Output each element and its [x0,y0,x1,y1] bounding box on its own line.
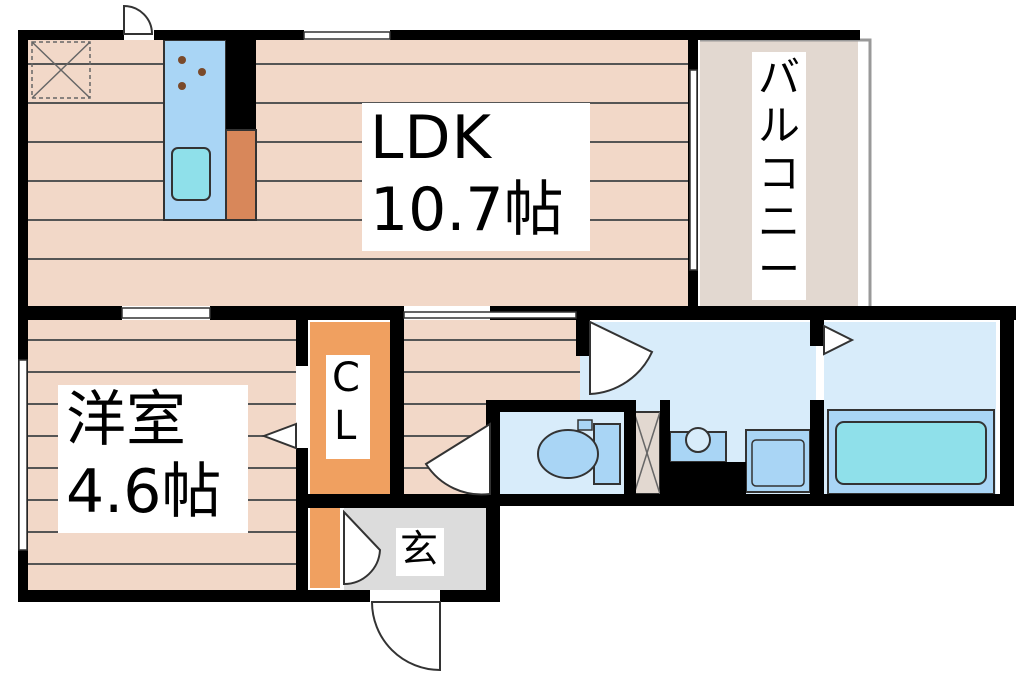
door-swings [123,4,855,672]
entrance-name: 玄 [400,527,439,571]
western-room-size: 4.6帖 [66,457,222,527]
ldk-room-size: 10.7帖 [370,175,564,245]
ldk-label: LDK 10.7帖 [362,103,590,251]
stove-burner-icon [178,82,186,90]
utility-storage-icon [633,411,661,495]
toilet-bowl-icon [537,429,599,479]
kitchen-cabinet [225,129,257,221]
western-room-name: 洋室 [66,385,186,455]
walls [18,30,1016,602]
stove-burner-icon [198,68,206,76]
balcony-label: バ ル コ ニ ー [752,52,806,300]
washing-machine-drum-icon [685,427,711,453]
balcony-char: バ [758,53,801,102]
entrance-label: 玄 [396,528,444,576]
shoe-closet [310,508,340,588]
balcony-char: コ [758,149,801,198]
storage-icon [31,41,91,99]
toilet-handle-icon [577,419,593,431]
balcony-char: ル [758,101,801,150]
closet-label: C L [326,355,370,459]
western-room-label: 洋室 4.6帖 [58,385,248,533]
stove-burner-icon [178,56,186,64]
closet-label-l: L [334,403,357,449]
wash-basin-bowl-icon [751,439,805,487]
balcony-char: ニ [758,197,801,246]
kitchen-wall [226,40,256,130]
closet-label-c: C [332,355,360,401]
ldk-room-name: LDK [370,103,492,173]
windows [18,31,698,551]
bathtub-basin-icon [835,421,987,485]
toilet-tank-icon [593,423,621,485]
kitchen-sink-icon [171,147,211,201]
balcony-char: ー [758,245,801,294]
